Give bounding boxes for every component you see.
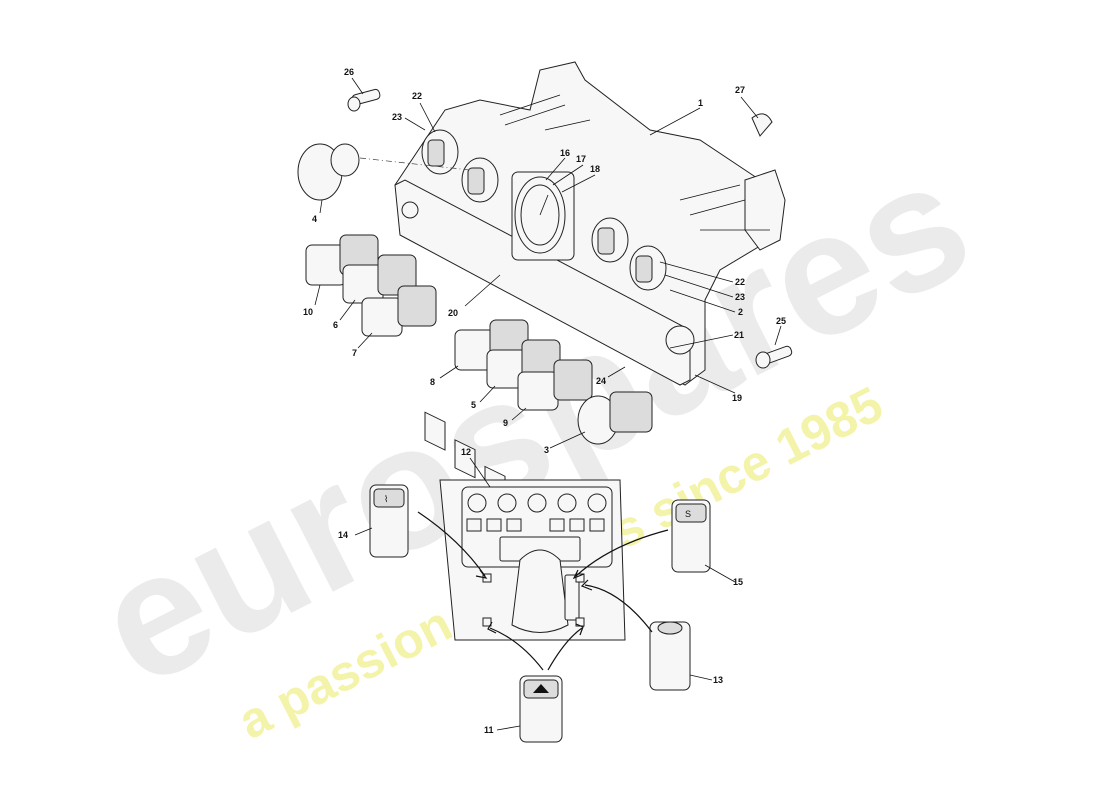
callout-22: 22	[412, 91, 422, 101]
switch-part-13	[649, 621, 691, 691]
switch-module-7	[361, 285, 437, 337]
panel-hole	[401, 201, 419, 219]
callout-1: 1	[698, 98, 703, 108]
wiper-icon: ⌇	[384, 494, 388, 504]
rotary-knobs-right	[591, 217, 667, 291]
clock-gauge	[511, 171, 575, 261]
callout-8: 8	[430, 377, 435, 387]
cap-part-27	[751, 113, 773, 137]
panel-cutout	[424, 411, 446, 451]
callout-16: 16	[560, 148, 570, 158]
callout-19: 19	[732, 393, 742, 403]
pin-part-25	[755, 345, 793, 369]
callout-12: 12	[461, 447, 471, 457]
callout-18: 18	[590, 164, 600, 174]
callout-5: 5	[471, 400, 476, 410]
callout-15: 15	[733, 577, 743, 587]
callout-25: 25	[776, 316, 786, 326]
side-bracket	[744, 169, 786, 251]
switch-module-9	[517, 359, 593, 411]
callout-6: 6	[333, 320, 338, 330]
callout-24: 24	[596, 376, 606, 386]
switch-part-11	[519, 675, 563, 743]
hazard-arrow-icon	[533, 684, 549, 693]
round-switch-part-3	[577, 391, 653, 445]
callout-10: 10	[303, 307, 313, 317]
callout-4: 4	[312, 214, 317, 224]
assembly-arrows	[417, 511, 669, 671]
callout-21: 21	[734, 330, 744, 340]
callout-26: 26	[344, 67, 354, 77]
callout-23-right: 23	[735, 292, 745, 302]
callout-11: 11	[484, 725, 494, 735]
callout-7: 7	[352, 348, 357, 358]
mounting-plate	[394, 61, 786, 506]
callout-17: 17	[576, 154, 586, 164]
callout-27: 27	[735, 85, 745, 95]
round-knob-icon	[657, 621, 683, 635]
callout-13: 13	[713, 675, 723, 685]
panel-hole	[665, 325, 695, 355]
switch-part-15: S	[671, 499, 711, 573]
pin-part-26	[347, 88, 381, 112]
gear-lever-boot	[511, 549, 569, 633]
callout-labels: 1 27 26 22 23 4 16 17 18 22 23 2 21 19 2…	[303, 67, 786, 735]
round-switch-part-4	[297, 143, 360, 201]
sport-mode-icon: S	[685, 509, 691, 519]
callout-20: 20	[448, 308, 458, 318]
leader-lines	[314, 77, 782, 731]
callout-2: 2	[738, 307, 743, 317]
callout-22-right: 22	[735, 277, 745, 287]
switch-module-6	[342, 254, 417, 304]
panel-cutout	[454, 439, 476, 479]
callout-3: 3	[544, 445, 549, 455]
callout-23: 23	[392, 112, 402, 122]
centre-console-part-12	[439, 479, 626, 641]
switch-part-14: ⌇	[369, 484, 409, 558]
callout-14: 14	[338, 530, 348, 540]
callout-9: 9	[503, 418, 508, 428]
rotary-knobs-left	[421, 129, 499, 203]
